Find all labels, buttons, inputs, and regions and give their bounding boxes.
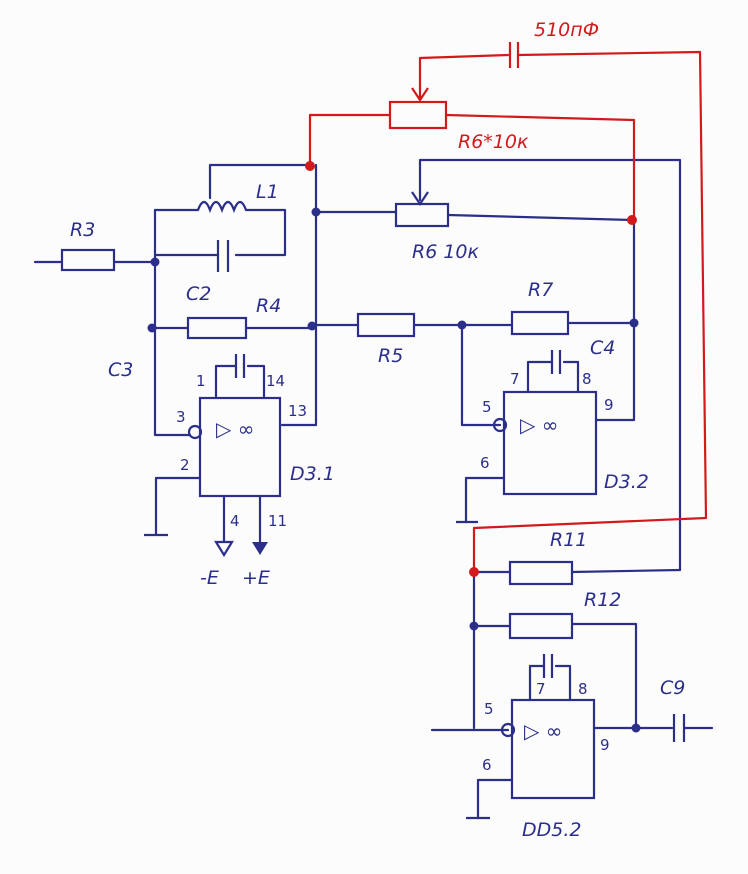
red-wire-feedback: [472, 50, 708, 574]
wire-d31-pin2: [154, 476, 202, 537]
d32-input-circle: [492, 417, 508, 433]
label-r3: R3: [70, 219, 95, 241]
label-r6-blue: R6 10к: [412, 241, 480, 263]
node-r3: [150, 257, 160, 267]
label-c9: C9: [660, 677, 685, 699]
label-d32: D3.2: [604, 471, 649, 493]
pin-d31-3: 3: [176, 408, 186, 426]
label-r7: R7: [528, 279, 553, 301]
label-c2: C2: [186, 283, 211, 305]
wire-d32-cap: [526, 360, 580, 394]
pin-d32-8: 8: [582, 370, 592, 388]
pin-d31-11: 11: [268, 512, 287, 530]
node-r12-left: [469, 621, 479, 631]
pin-d31-4: 4: [230, 512, 240, 530]
node-dd52-out: [631, 723, 641, 733]
pin-d31-14: 14: [266, 372, 285, 390]
label-r4: R4: [256, 295, 281, 317]
node-r7-right: [629, 318, 639, 328]
label-c4: C4: [590, 337, 615, 359]
pin-dd52-9: 9: [600, 736, 610, 754]
wire-r11-right: [570, 568, 682, 574]
red-node-top-left: [305, 161, 315, 171]
wire-right-bus-d32: [594, 218, 636, 422]
capacitor-d31-comp: [234, 354, 246, 378]
wire-left-bus: [153, 208, 192, 437]
wire-d32-pin6: [464, 476, 506, 524]
node-center-mid: [307, 321, 317, 331]
red-wire-pot-left: [308, 113, 392, 168]
pin-d32-7: 7: [510, 370, 520, 388]
resistor-r5: [356, 312, 416, 338]
label-neg-supply: -E: [200, 567, 219, 589]
wire-dd52-cap: [528, 664, 572, 702]
resistor-r7: [510, 310, 570, 336]
pin-d31-13: 13: [288, 402, 307, 420]
label-r11: R11: [550, 529, 587, 551]
opamp-symbol-dd52: ▷ ∞: [524, 719, 562, 743]
opamp-symbol-d31: ▷ ∞: [216, 417, 254, 441]
pin-d31-1: 1: [196, 372, 206, 390]
pin-dd52-8: 8: [578, 680, 588, 698]
wire-r12-right: [570, 622, 638, 730]
opamp-symbol-d32: ▷ ∞: [520, 413, 558, 437]
pin-dd52-5: 5: [484, 700, 494, 718]
red-wire-wiper: [418, 53, 510, 100]
pin-d32-9: 9: [604, 396, 614, 414]
wire-dd52-pin6: [476, 778, 514, 820]
label-l1: L1: [256, 181, 279, 203]
opamp-d31: [198, 396, 282, 498]
resistor-r12: [508, 612, 574, 640]
wire-r6-wiper: [418, 158, 682, 572]
pin-d31-2: 2: [180, 456, 190, 474]
potentiometer-r6: [394, 202, 450, 228]
label-dd52: DD5.2: [522, 819, 581, 841]
resistor-r3: [60, 248, 116, 272]
capacitor-d32-comp: [550, 350, 562, 374]
d31-input-circle: [187, 424, 203, 440]
label-510pf: 510пФ: [534, 19, 599, 41]
arrow-pos-supply: [252, 542, 268, 555]
wire-l1-top: [208, 163, 312, 200]
pin-d32-6: 6: [480, 454, 490, 472]
node-r5-r7: [457, 320, 467, 330]
label-r5: R5: [378, 345, 403, 367]
capacitor-c9: [672, 714, 686, 742]
red-node-top-right: [627, 215, 637, 225]
wire-d32-input: [460, 323, 502, 427]
arrow-neg-supply: [214, 540, 234, 558]
pin-dd52-6: 6: [482, 756, 492, 774]
wire-d31-cap: [214, 364, 266, 400]
dd52-input-circle: [500, 722, 516, 738]
label-pos-supply: +E: [242, 567, 270, 589]
capacitor-dd52-comp: [542, 654, 554, 678]
label-r6-red: R6*10к: [458, 131, 529, 153]
resistor-r11: [508, 560, 574, 586]
pin-dd52-7: 7: [536, 680, 546, 698]
label-d31: D3.1: [290, 463, 335, 485]
red-wire-pot-right: [444, 113, 636, 222]
red-node-r11: [469, 567, 479, 577]
red-arrow-wiper: [411, 87, 429, 102]
inductor-l1: [196, 200, 248, 214]
wire-r6-right: [446, 213, 634, 222]
resistor-r4: [186, 316, 248, 340]
node-center-top: [311, 207, 321, 217]
label-r12: R12: [584, 589, 621, 611]
wire-l1-right: [234, 208, 287, 257]
opamp-d32: [502, 390, 598, 496]
label-c3: C3: [108, 359, 133, 381]
wire-center-bus: [280, 163, 318, 427]
opamp-dd52: [510, 698, 596, 800]
node-c3: [147, 323, 157, 333]
pin-d32-5: 5: [482, 398, 492, 416]
capacitor-c2: [216, 240, 230, 272]
arrow-r6-wiper: [411, 191, 429, 206]
red-potentiometer-r6: [388, 100, 448, 130]
red-capacitor-510pf: [508, 42, 520, 68]
